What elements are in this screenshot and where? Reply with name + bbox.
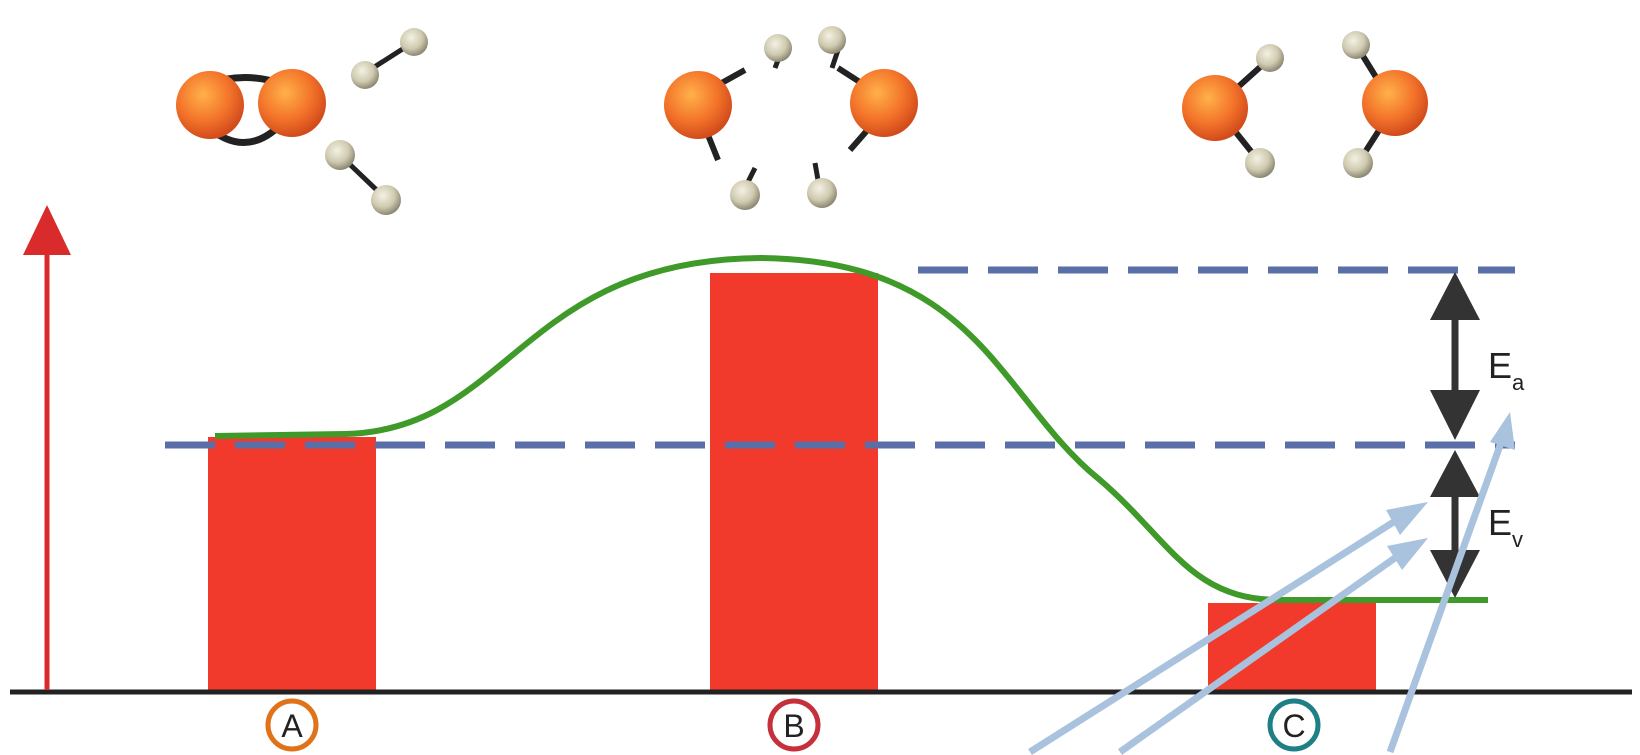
energy-axis-arrowhead-icon	[23, 205, 71, 255]
label-b-text: B	[783, 708, 804, 744]
ev-label: Ev	[1488, 502, 1523, 552]
water-molecule-icon	[1182, 44, 1284, 178]
label-c-text: C	[1282, 708, 1305, 744]
transition-complex-icon	[664, 26, 918, 210]
pointer-arrows	[1028, 412, 1515, 755]
hydrogen-molecule-icon	[325, 140, 401, 215]
ea-label: Ea	[1488, 345, 1525, 395]
water-molecule-icon	[1342, 31, 1428, 178]
bar-c	[1208, 603, 1376, 690]
label-a-text: A	[281, 708, 303, 744]
bar-b	[710, 273, 878, 690]
hydrogen-molecule-icon	[351, 28, 428, 89]
energy-curve	[214, 254, 1488, 603]
label-circle-c: C	[1267, 698, 1321, 752]
label-circle-b: B	[767, 698, 821, 752]
ea-arrow-icon	[1430, 272, 1480, 440]
label-circle-a: A	[265, 698, 319, 752]
bar-a	[208, 437, 376, 690]
oxygen-molecule-icon	[176, 69, 326, 146]
